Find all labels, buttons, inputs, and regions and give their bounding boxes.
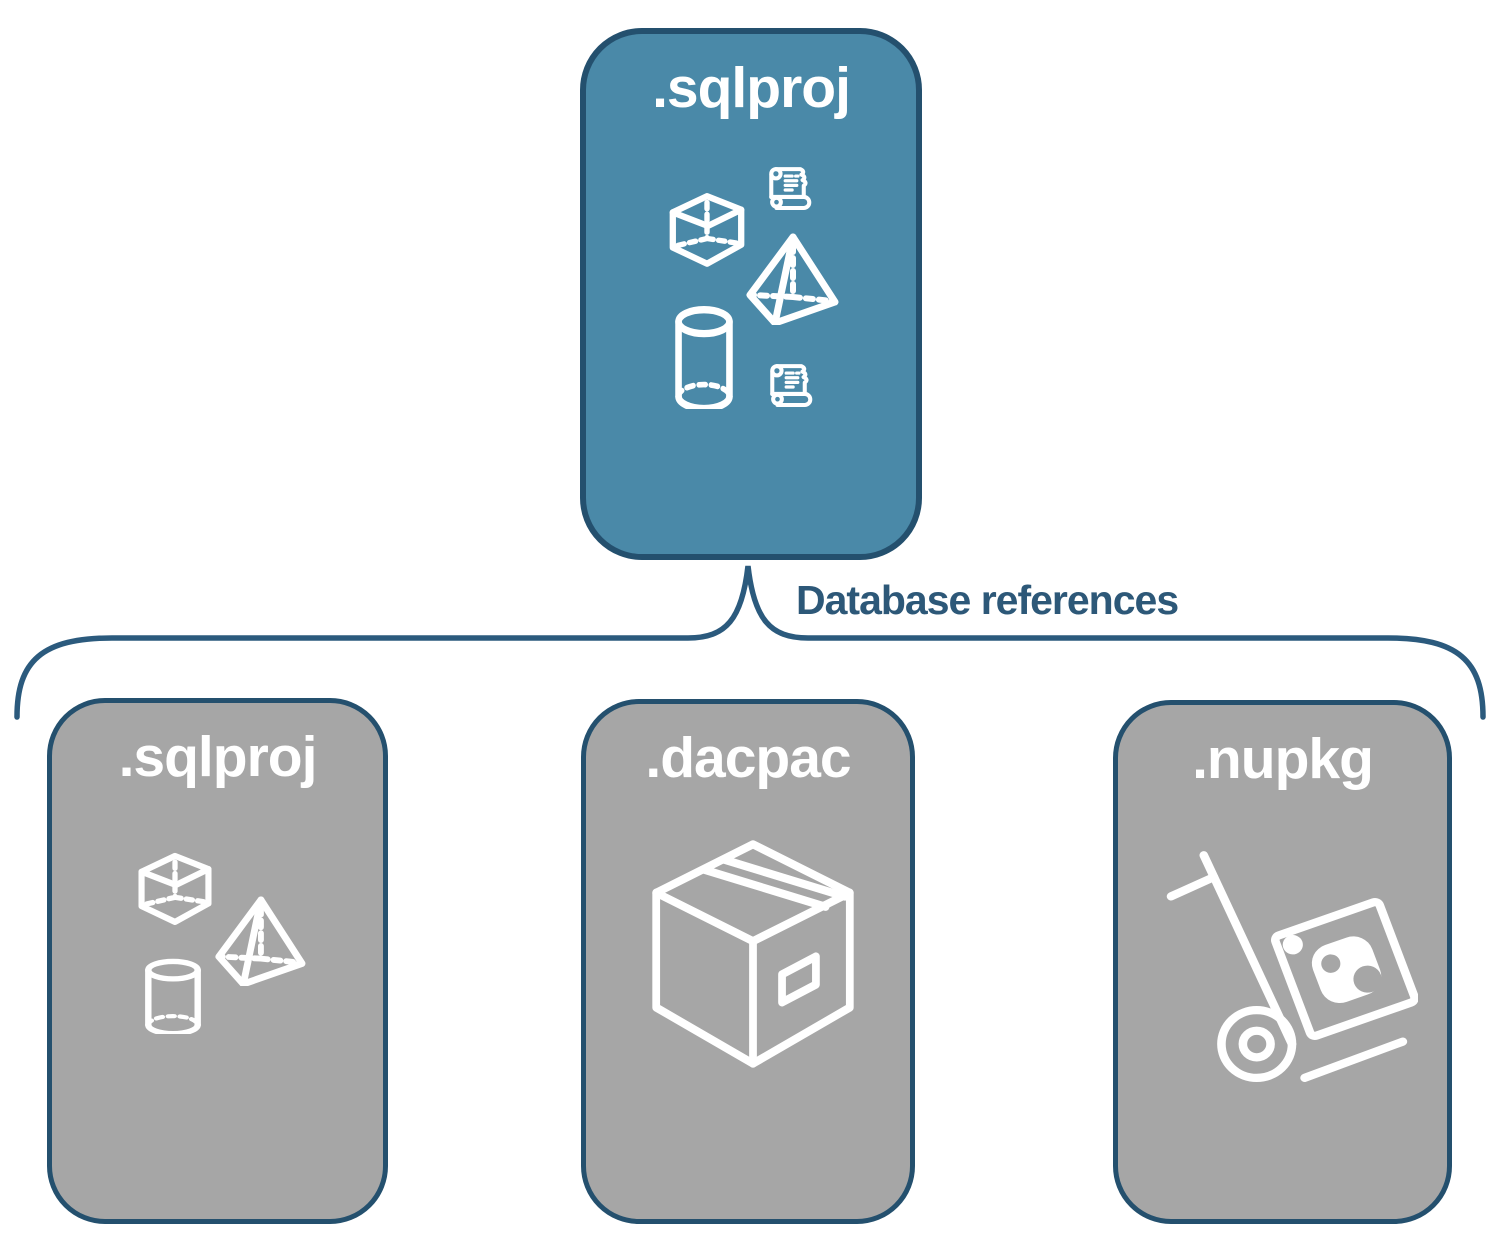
node-child-nupkg: .nupkg bbox=[1113, 700, 1452, 1224]
cube-icon bbox=[662, 188, 752, 271]
pyramid-icon bbox=[207, 896, 309, 986]
pyramid-icon bbox=[740, 233, 840, 325]
node-child-label: .dacpac bbox=[645, 726, 851, 790]
scroll-icon bbox=[762, 160, 820, 220]
hand-truck-icon bbox=[1166, 848, 1418, 1090]
cube-icon bbox=[131, 848, 219, 929]
scroll-icon bbox=[763, 357, 821, 417]
node-child-sqlproj: .sqlproj bbox=[47, 698, 388, 1224]
node-child-dacpac: .dacpac bbox=[581, 699, 915, 1224]
node-child-label: .sqlproj bbox=[118, 725, 318, 789]
node-root-sqlproj: .sqlproj bbox=[580, 28, 922, 560]
node-root-label: .sqlproj bbox=[652, 56, 851, 120]
package-box-icon bbox=[632, 829, 874, 1084]
cylinder-icon bbox=[671, 305, 737, 409]
cylinder-icon bbox=[141, 958, 205, 1034]
connector-label: Database references bbox=[796, 577, 1179, 623]
node-child-label: .nupkg bbox=[1192, 727, 1374, 791]
